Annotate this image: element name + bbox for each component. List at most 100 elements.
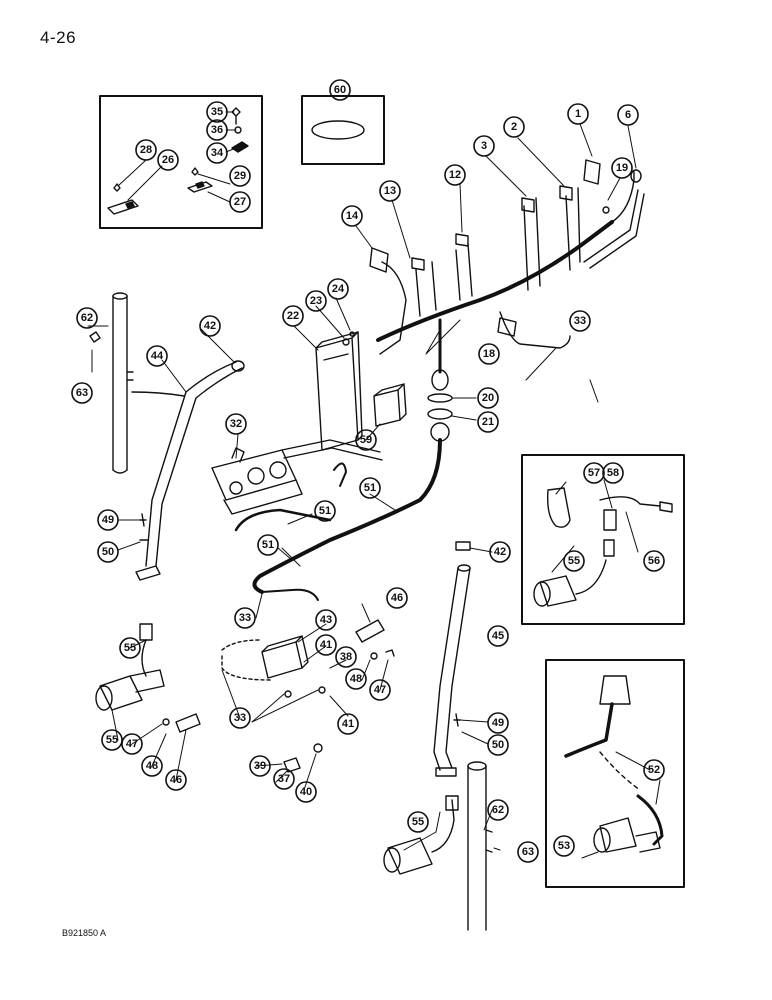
callout-label: 12: [449, 169, 461, 181]
callout-label: 36: [211, 124, 223, 136]
callout-label: 50: [492, 739, 504, 751]
callout-23: 23: [305, 290, 327, 312]
callout-6: 6: [617, 104, 639, 126]
sensor-kit-drawings: [533, 487, 673, 607]
sensor-55-lower-right: [383, 795, 459, 875]
callout-51-right: 51: [359, 477, 381, 499]
bracket-46-right: [355, 619, 385, 643]
callout-label: 13: [384, 185, 396, 197]
callout-label: 46: [391, 592, 403, 604]
callout-label: 41: [342, 718, 354, 730]
callout-label: 46: [170, 774, 182, 786]
callout-41-bottom: 41: [337, 713, 359, 735]
callout-label: 40: [300, 786, 312, 798]
callout-label: 24: [332, 283, 345, 295]
callout-label: 48: [350, 673, 362, 685]
callout-20: 20: [477, 387, 499, 409]
callout-36: 36: [206, 119, 228, 141]
callout-label: 6: [625, 109, 631, 121]
callout-label: 22: [287, 310, 299, 322]
callout-2: 2: [503, 116, 525, 138]
callout-50-left: 50: [97, 541, 119, 563]
callout-49-left: 49: [97, 509, 119, 531]
callout-32: 32: [225, 413, 247, 435]
callout-21: 21: [477, 411, 499, 433]
callout-label: 51: [364, 482, 376, 494]
callout-42-top: 42: [199, 315, 221, 337]
washer-24: [349, 331, 355, 337]
callout-label: 34: [211, 147, 224, 159]
inset-box-part-60: [301, 95, 385, 165]
bracket-46-left: [175, 713, 201, 733]
callout-60: 60: [329, 79, 351, 101]
callout-47-right: 47: [369, 679, 391, 701]
callout-22: 22: [282, 305, 304, 327]
plug-42-right: [455, 541, 471, 551]
callout-label: 42: [204, 320, 216, 332]
callout-56: 56: [643, 550, 665, 572]
callout-label: 47: [374, 684, 386, 696]
callout-label: 63: [522, 846, 534, 858]
page-number: 4-26: [40, 28, 77, 47]
callout-label: 26: [162, 154, 174, 166]
nut-23: [342, 338, 350, 346]
callout-label: 43: [320, 614, 332, 626]
callout-49-right: 49: [487, 712, 509, 734]
callout-52: 52: [643, 759, 665, 781]
callout-label: 18: [483, 348, 495, 360]
callout-label: 33: [574, 315, 586, 327]
callout-label: 57: [588, 467, 600, 479]
callout-34: 34: [206, 142, 228, 164]
callout-label: 35: [211, 106, 223, 118]
callout-58: 58: [602, 462, 624, 484]
callout-53: 53: [553, 835, 575, 857]
module-43: [261, 635, 309, 679]
callout-37: 37: [273, 768, 295, 790]
callout-43: 43: [315, 609, 337, 631]
callout-label: 58: [607, 467, 619, 479]
callout-50-right: 50: [487, 734, 509, 756]
callout-label: 29: [234, 170, 246, 182]
callout-label: 49: [102, 514, 114, 526]
callout-27: 27: [229, 191, 251, 213]
callout-label: 23: [310, 295, 322, 307]
callout-3: 3: [473, 135, 495, 157]
callout-label: 63: [76, 387, 88, 399]
callout-14: 14: [341, 205, 363, 227]
callout-62-bottom: 62: [487, 799, 509, 821]
callout-26: 26: [157, 149, 179, 171]
callout-label: 60: [334, 84, 346, 96]
inset-box-hardware: [99, 95, 263, 229]
callout-40: 40: [295, 781, 317, 803]
inset-box-sensor-kit: [521, 454, 685, 625]
callout-35: 35: [206, 101, 228, 123]
callout-57: 57: [583, 462, 605, 484]
callout-33-top: 33: [569, 310, 591, 332]
callout-label: 28: [140, 144, 152, 156]
callout-label: 27: [234, 196, 246, 208]
callout-label: 53: [558, 840, 570, 852]
callout-63-bottom: 63: [517, 841, 539, 863]
callout-33-bottom: 33: [229, 707, 251, 729]
callout-label: 56: [648, 555, 660, 567]
callout-18: 18: [478, 343, 500, 365]
callout-label: 38: [340, 651, 352, 663]
callout-51-left: 51: [257, 534, 279, 556]
callout-48-left: 48: [141, 755, 163, 777]
callout-46-right: 46: [386, 587, 408, 609]
sensor-55-left: [95, 623, 165, 711]
callout-28: 28: [135, 139, 157, 161]
callout-label: 59: [360, 434, 372, 446]
callout-label: 1: [575, 108, 581, 120]
callout-label: 48: [146, 760, 158, 772]
callout-55-lower-right: 55: [407, 811, 429, 833]
callout-label: 33: [234, 712, 246, 724]
callout-55-left-top: 55: [119, 637, 141, 659]
connectors-20-21: [427, 369, 453, 442]
callout-label: 21: [482, 416, 494, 428]
callout-63-top: 63: [71, 382, 93, 404]
controller-22: [315, 331, 363, 451]
callout-label: 3: [481, 140, 487, 152]
block-59: [373, 383, 407, 427]
